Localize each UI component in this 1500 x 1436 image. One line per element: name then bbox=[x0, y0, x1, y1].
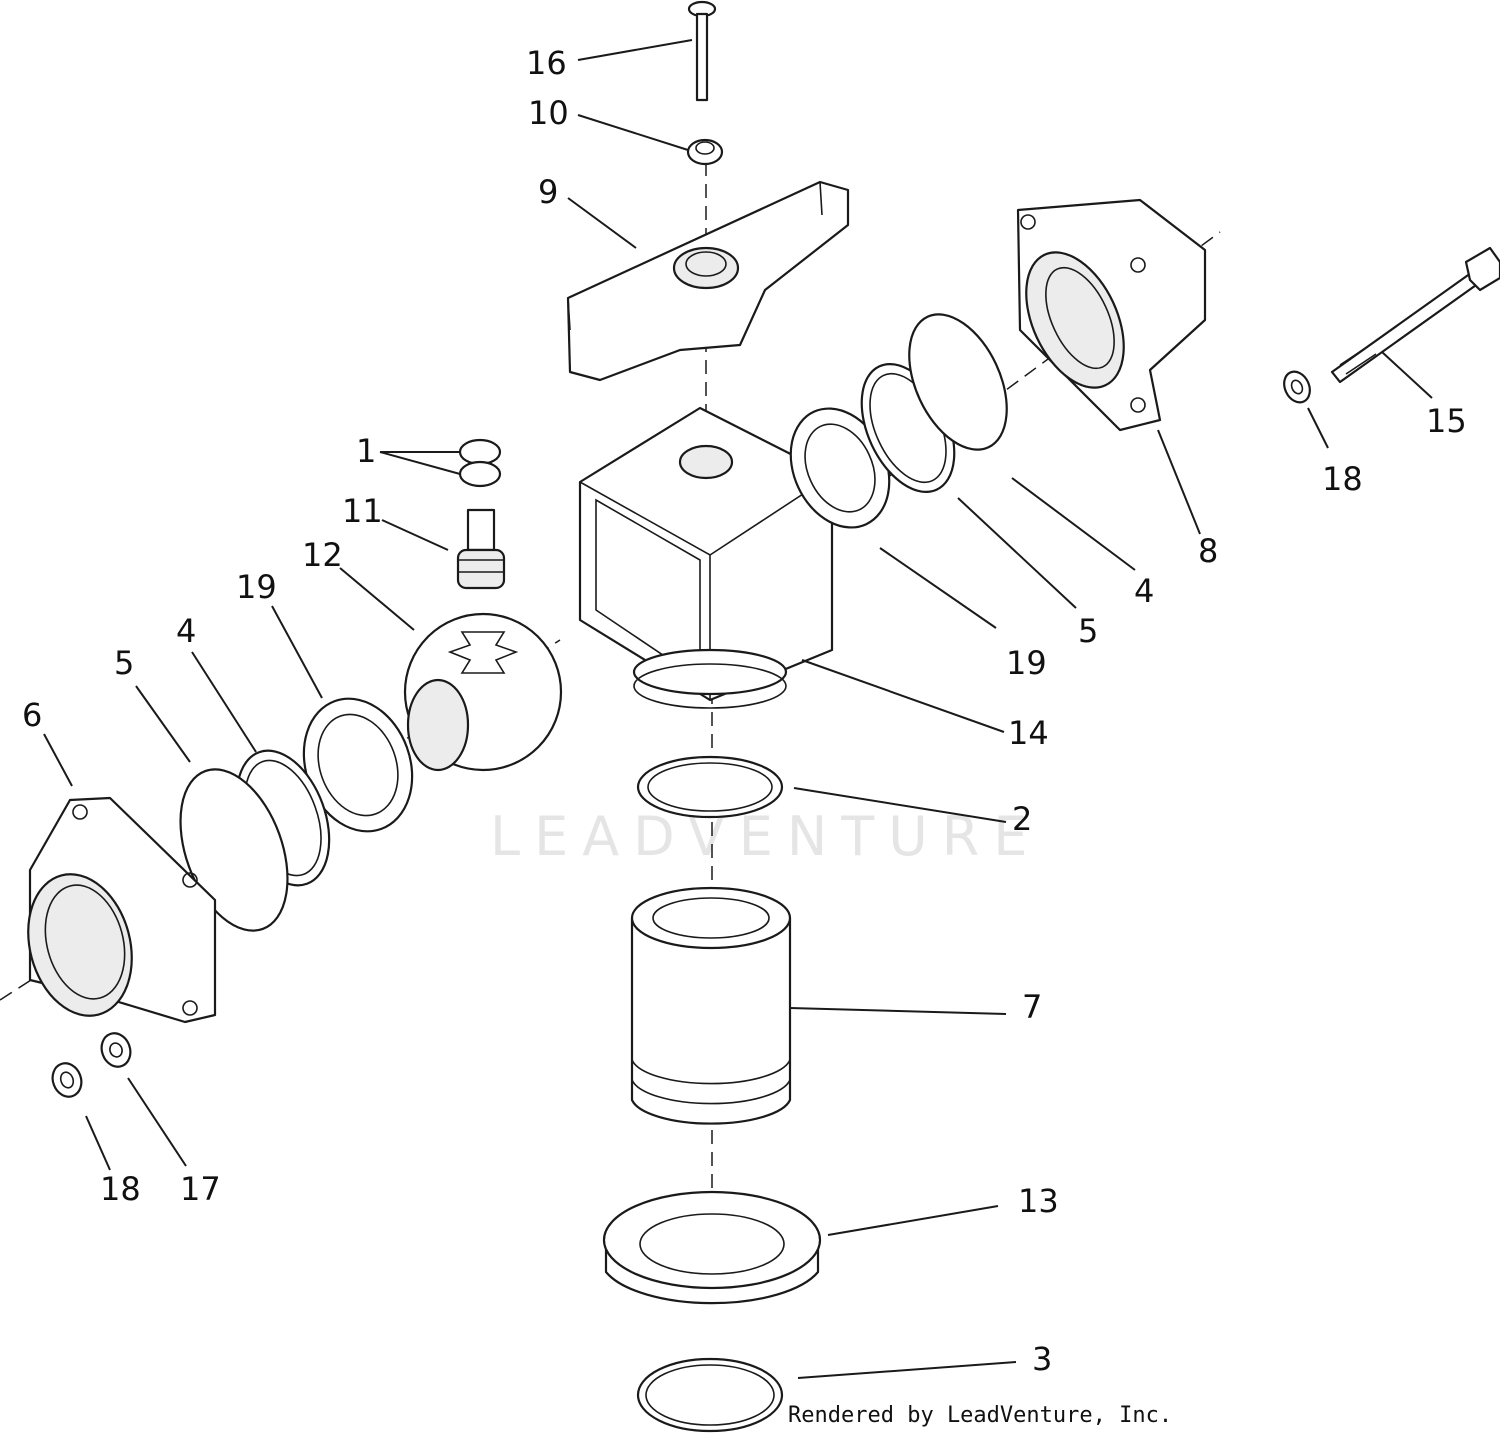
part-15-bolt bbox=[1330, 246, 1500, 384]
part-7-tube-fitting bbox=[630, 886, 792, 1125]
callout-7: 7 bbox=[1022, 988, 1042, 1026]
part-19-seat-right bbox=[789, 407, 891, 529]
callout-14: 14 bbox=[1008, 714, 1049, 752]
part-2-o-ring bbox=[636, 755, 784, 819]
part-11-stem bbox=[456, 508, 506, 590]
leader-lines bbox=[43, 39, 1433, 1379]
part-14-valve-body bbox=[578, 406, 834, 709]
part-12-ball bbox=[403, 612, 563, 772]
callout-19-right: 19 bbox=[1006, 644, 1047, 682]
part-9-handle bbox=[566, 180, 850, 382]
callout-6: 6 bbox=[22, 696, 42, 734]
part-13-nut bbox=[602, 1190, 822, 1305]
callout-15: 15 bbox=[1426, 402, 1467, 440]
part-18-washer-right bbox=[1283, 370, 1311, 404]
callout-18-left: 18 bbox=[100, 1170, 141, 1208]
callout-8: 8 bbox=[1198, 532, 1218, 570]
callout-17: 17 bbox=[180, 1170, 221, 1208]
callout-13: 13 bbox=[1018, 1182, 1059, 1220]
part-8-end-fitting bbox=[1016, 198, 1207, 432]
callout-9: 9 bbox=[538, 173, 558, 211]
part-6-end-fitting bbox=[27, 796, 217, 1024]
callout-4-left: 4 bbox=[176, 612, 196, 650]
callout-16: 16 bbox=[526, 44, 567, 82]
part-17-washer bbox=[100, 1032, 132, 1068]
part-3-o-ring bbox=[636, 1357, 784, 1433]
part-4-o-ring-right bbox=[908, 313, 1008, 451]
callout-1: 1 bbox=[356, 432, 376, 470]
part-16-screw bbox=[687, 0, 717, 102]
callout-12: 12 bbox=[302, 536, 343, 574]
render-credit: Rendered by LeadVenture, Inc. bbox=[788, 1403, 1172, 1428]
part-5-o-ring-left bbox=[179, 768, 289, 932]
callout-2: 2 bbox=[1012, 800, 1032, 838]
callout-18-right: 18 bbox=[1322, 460, 1363, 498]
part-1-o-rings bbox=[458, 438, 502, 488]
callout-labels: 16 10 9 1 11 12 19 4 5 6 18 17 15 18 8 4… bbox=[22, 44, 1467, 1378]
callout-10: 10 bbox=[528, 94, 569, 132]
callout-5-left: 5 bbox=[114, 644, 134, 682]
callout-19-left: 19 bbox=[236, 568, 277, 606]
part-18-nut-left bbox=[51, 1062, 83, 1098]
callout-4-right: 4 bbox=[1134, 572, 1154, 610]
part-19-seat-left bbox=[302, 697, 414, 833]
callout-3: 3 bbox=[1032, 1340, 1052, 1378]
part-10-nut bbox=[686, 138, 724, 166]
callout-5-right: 5 bbox=[1078, 612, 1098, 650]
watermark: LEADVENTURE bbox=[490, 805, 1041, 868]
callout-11: 11 bbox=[342, 492, 383, 530]
